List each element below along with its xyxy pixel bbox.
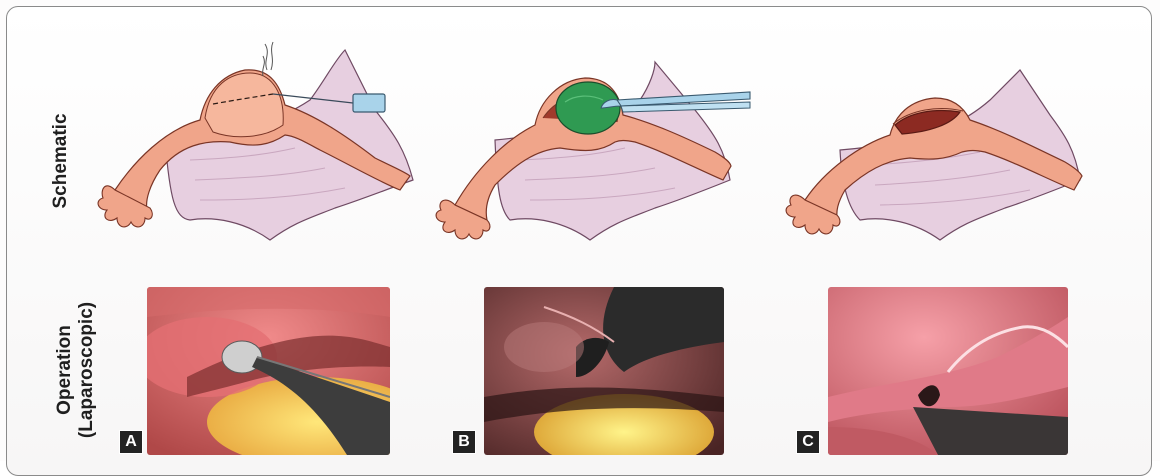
- panel-label-a: A: [119, 430, 143, 454]
- figure: Schematic Operation (Laparoscopic): [0, 0, 1160, 461]
- smoke-icon: [263, 42, 273, 76]
- panel-label-c: C: [796, 430, 820, 454]
- row-label-schematic: Schematic: [50, 96, 72, 226]
- ampulla-bulge-a: [205, 73, 283, 137]
- row-label-schematic-text: Schematic: [50, 113, 71, 208]
- schematic-b: [425, 40, 765, 265]
- laparoscopic-photo-b: [484, 287, 724, 455]
- ectopic-mass: [556, 82, 620, 134]
- laparoscopic-photo-c: [828, 287, 1068, 455]
- schematic-a: [95, 40, 425, 265]
- row-label-operation-line2: (Laparoscopic): [76, 286, 98, 454]
- schematic-c: [780, 40, 1100, 265]
- row-label-operation-line1: Operation: [54, 286, 76, 454]
- broad-ligament-a: [165, 50, 413, 240]
- laparoscopic-photo-a: [147, 287, 390, 455]
- row-label-operation: Operation (Laparoscopic): [54, 286, 98, 454]
- panel-label-b: B: [452, 430, 476, 454]
